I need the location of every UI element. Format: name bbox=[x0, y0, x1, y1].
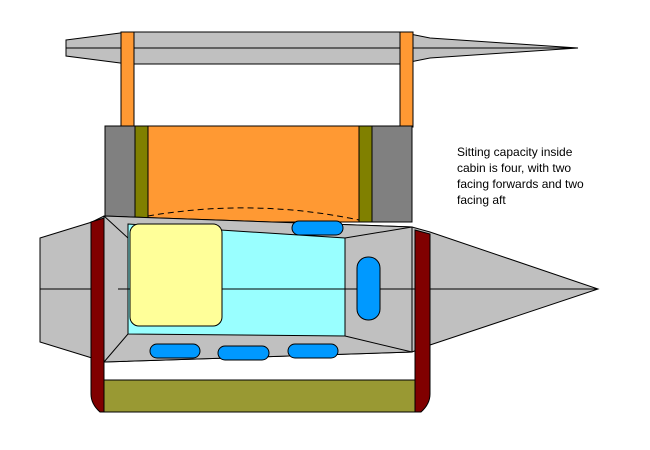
cabin bbox=[103, 207, 430, 363]
window-top bbox=[291, 220, 344, 236]
cabin-chine-bottom-left bbox=[103, 333, 129, 363]
window-aft bbox=[356, 256, 381, 321]
forward-hatch bbox=[129, 223, 223, 327]
cabin-chine-bottom-right bbox=[344, 335, 413, 353]
beam-support-right bbox=[414, 229, 431, 413]
cockpit-area bbox=[104, 125, 413, 223]
crossbeam-right bbox=[399, 31, 414, 128]
caption-line-4: facing aft bbox=[457, 193, 506, 207]
aft-deck bbox=[103, 379, 416, 413]
cockpit-bench-left bbox=[134, 125, 149, 223]
seating-caption: Sitting capacity inside cabin is four, w… bbox=[457, 144, 627, 208]
caption-line-1: Sitting capacity inside bbox=[457, 145, 573, 159]
window-bottom-2 bbox=[217, 345, 270, 361]
beam-support-left bbox=[90, 217, 105, 413]
window-bottom-1 bbox=[149, 343, 201, 359]
cabin-chine-top-right bbox=[344, 226, 413, 239]
caption-line-2: cabin is four, with two bbox=[457, 161, 572, 175]
cockpit-side-right bbox=[371, 125, 413, 223]
cabin-chine-top-left bbox=[103, 215, 129, 239]
outrigger-hull bbox=[65, 31, 579, 65]
caption-line-3: facing forwards and two bbox=[457, 177, 584, 191]
trampoline bbox=[147, 125, 360, 223]
cockpit-side-left bbox=[104, 125, 136, 223]
window-bottom-3 bbox=[287, 343, 339, 359]
crossbeam-left bbox=[120, 31, 135, 128]
cockpit-bench-right bbox=[358, 125, 373, 223]
